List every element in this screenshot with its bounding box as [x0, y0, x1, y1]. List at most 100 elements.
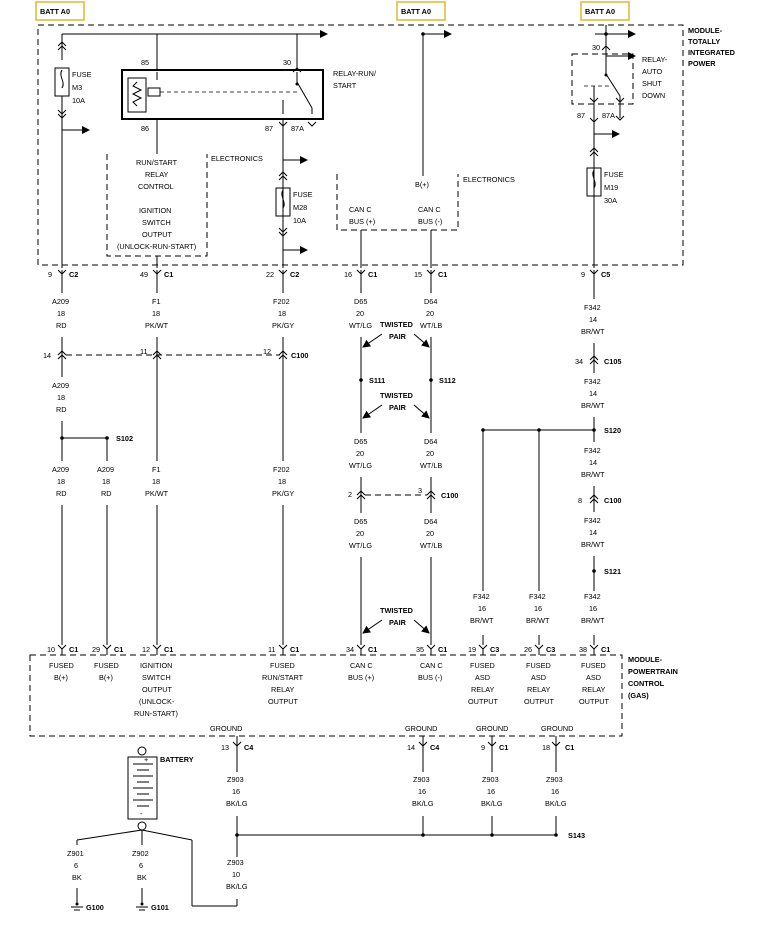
wire-z902: Z902 6 BK	[132, 849, 149, 882]
svg-text:C1: C1	[69, 645, 78, 654]
svg-text:F1: F1	[152, 465, 161, 474]
svg-text:14: 14	[407, 743, 415, 752]
svg-text:49: 49	[140, 270, 148, 279]
wire-z903-4: Z903 16 BK/LG	[545, 775, 567, 808]
connector-c100-f342: 8 C100	[578, 494, 621, 505]
svg-text:11: 11	[268, 645, 276, 654]
svg-text:RD: RD	[101, 489, 112, 498]
svg-text:BR/WT: BR/WT	[526, 616, 550, 625]
svg-text:PAIR: PAIR	[389, 332, 407, 341]
svg-text:OUTPUT: OUTPUT	[142, 230, 173, 239]
svg-text:BK/LG: BK/LG	[226, 882, 248, 891]
svg-text:A209: A209	[52, 381, 69, 390]
wire-f202-2: F202 18 PK/GY	[272, 465, 294, 498]
svg-text:F342: F342	[529, 592, 546, 601]
relay-auto-shutdown: RELAY- AUTO SHUT DOWN 30 87 87A	[571, 43, 668, 120]
svg-text:SWITCH: SWITCH	[142, 673, 171, 682]
wire-f1-1: F1 18 PK/WT	[145, 297, 169, 330]
svg-text:GROUND: GROUND	[405, 724, 437, 733]
svg-text:F342: F342	[584, 446, 601, 455]
svg-text:RELAY-RUN/: RELAY-RUN/	[333, 69, 377, 78]
svg-text:18: 18	[57, 309, 65, 318]
ground-g100: G100	[71, 902, 104, 912]
svg-text:9: 9	[581, 270, 585, 279]
svg-text:FUSE: FUSE	[72, 70, 92, 79]
twisted-pair-1: TWISTED PAIR	[362, 320, 430, 348]
svg-text:ASD: ASD	[475, 673, 490, 682]
svg-text:FUSED: FUSED	[49, 661, 74, 670]
svg-text:16: 16	[478, 604, 486, 613]
svg-text:14: 14	[589, 528, 597, 537]
wire-f342-1: F342 14 BR/WT	[581, 303, 605, 336]
svg-text:S143: S143	[568, 831, 585, 840]
wire-d65-3: D65 20 WT/LG	[349, 517, 372, 550]
svg-text:29: 29	[92, 645, 100, 654]
svg-text:BR/WT: BR/WT	[581, 540, 605, 549]
svg-text:C105: C105	[604, 357, 621, 366]
wire-d65-1: D65 20 WT/LG	[349, 297, 372, 330]
svg-text:18: 18	[278, 309, 286, 318]
svg-text:C1: C1	[499, 743, 508, 752]
pcm-title: MODULE- POWERTRAIN CONTROL (GAS)	[628, 655, 678, 700]
svg-text:22: 22	[266, 270, 274, 279]
svg-text:D64: D64	[424, 437, 437, 446]
svg-text:87A: 87A	[291, 124, 304, 133]
svg-text:C100: C100	[291, 351, 308, 360]
svg-text:ELECTRONICS: ELECTRONICS	[211, 154, 263, 163]
svg-text:18: 18	[57, 477, 65, 486]
svg-text:19: 19	[468, 645, 476, 654]
svg-text:C2: C2	[290, 270, 299, 279]
svg-text:S112: S112	[439, 376, 456, 385]
svg-text:GROUND: GROUND	[210, 724, 242, 733]
svg-text:FUSED: FUSED	[470, 661, 495, 670]
svg-text:C1: C1	[438, 645, 447, 654]
svg-text:MODULE-: MODULE-	[688, 26, 723, 35]
svg-text:8: 8	[578, 496, 582, 505]
svg-text:GROUND: GROUND	[476, 724, 508, 733]
svg-text:38: 38	[579, 645, 587, 654]
pcm-labels: FUSED B(+) FUSED B(+) IGNITION SWITCH OU…	[49, 661, 610, 718]
svg-text:C4: C4	[430, 743, 440, 752]
svg-text:PAIR: PAIR	[389, 403, 407, 412]
svg-text:M19: M19	[604, 183, 618, 192]
wire-z903-5: Z903 10 BK/LG	[226, 858, 248, 891]
svg-text:WT/LG: WT/LG	[349, 461, 372, 470]
svg-text:(GAS): (GAS)	[628, 691, 649, 700]
splice-s121: S121	[592, 567, 621, 576]
svg-text:RUN/START: RUN/START	[136, 158, 178, 167]
connector-c100-row2: 2 3 C100	[348, 486, 458, 500]
svg-text:Z903: Z903	[546, 775, 563, 784]
svg-text:Z903: Z903	[227, 775, 244, 784]
fuse-m3: FUSE M3 10A	[54, 67, 92, 105]
wire-a209-1: A209 18 RD	[52, 297, 69, 330]
svg-text:(UNLOCK-: (UNLOCK-	[139, 697, 175, 706]
svg-text:OUTPUT: OUTPUT	[468, 697, 499, 706]
svg-text:20: 20	[426, 309, 434, 318]
svg-text:FUSE: FUSE	[604, 170, 624, 179]
svg-text:WT/LB: WT/LB	[420, 461, 442, 470]
svg-text:16: 16	[534, 604, 542, 613]
fuse-m28: FUSE M28 10A	[275, 187, 313, 225]
wire-d64-3: D64 20 WT/LB	[420, 517, 442, 550]
svg-text:BUS (+): BUS (+)	[349, 217, 375, 226]
svg-text:20: 20	[426, 529, 434, 538]
svg-text:18: 18	[542, 743, 550, 752]
svg-text:C1: C1	[114, 645, 123, 654]
svg-text:87: 87	[265, 124, 273, 133]
svg-text:F342: F342	[473, 592, 490, 601]
svg-text:BATTERY: BATTERY	[160, 755, 194, 764]
svg-text:C1: C1	[368, 645, 377, 654]
svg-text:BUS (-): BUS (-)	[418, 217, 442, 226]
svg-text:C5: C5	[601, 270, 610, 279]
battery-icon: + - BATTERY	[127, 746, 194, 831]
svg-text:C1: C1	[164, 270, 173, 279]
wire-f342-3: F342 14 BR/WT	[581, 446, 605, 479]
svg-text:D64: D64	[424, 297, 437, 306]
svg-text:F202: F202	[273, 465, 290, 474]
svg-text:D65: D65	[354, 297, 367, 306]
svg-text:IGNITION: IGNITION	[139, 206, 171, 215]
svg-text:F342: F342	[584, 592, 601, 601]
svg-text:PAIR: PAIR	[389, 618, 407, 627]
svg-text:D65: D65	[354, 437, 367, 446]
